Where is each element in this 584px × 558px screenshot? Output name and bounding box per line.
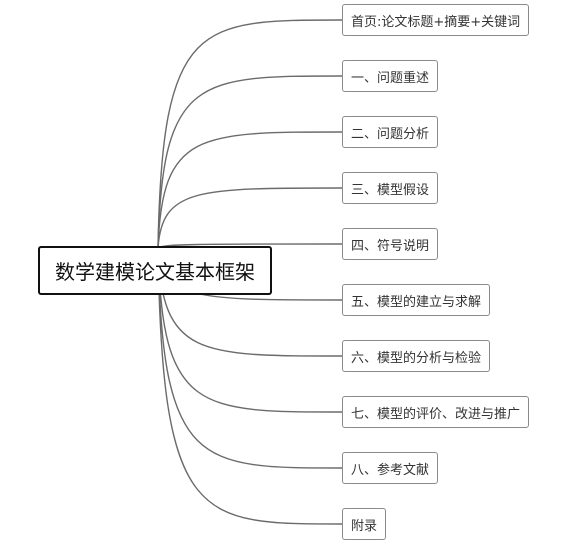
connector-line: [157, 247, 343, 413]
branch-topic-label: 四、符号说明: [351, 238, 430, 254]
branch-topic-model-assumptions[interactable]: 三、模型假设: [342, 172, 439, 204]
branch-topic-label: 六、模型的分析与检验: [351, 350, 482, 366]
branch-topic-model-evaluation[interactable]: 七、模型的评价、改进与推广: [342, 396, 530, 428]
branch-topic-label: 八、参考文献: [351, 462, 430, 478]
connector-line: [157, 131, 343, 249]
root-topic-label: 数学建模论文基本框架: [55, 260, 255, 284]
connector-line: [157, 247, 343, 525]
connector-line: [157, 187, 343, 249]
branch-topic-symbol-notation[interactable]: 四、符号说明: [342, 228, 439, 260]
branch-topic-problem-analysis[interactable]: 二、问题分析: [342, 116, 439, 148]
branch-topic-cover[interactable]: 首页:论文标题+摘要+关键词: [342, 4, 530, 36]
connector-line: [157, 247, 343, 469]
branch-topic-model-building[interactable]: 五、模型的建立与求解: [342, 284, 491, 316]
branch-topic-references[interactable]: 八、参考文献: [342, 452, 439, 484]
connector-line: [157, 19, 343, 249]
connector-line: [157, 75, 343, 249]
branch-topic-label: 七、模型的评价、改进与推广: [351, 406, 521, 422]
branch-topic-label: 一、问题重述: [351, 70, 430, 86]
root-topic[interactable]: 数学建模论文基本框架: [38, 246, 272, 295]
branch-topic-model-analysis[interactable]: 六、模型的分析与检验: [342, 340, 491, 372]
branch-topic-label: 首页:论文标题+摘要+关键词: [351, 14, 521, 30]
branch-topic-label: 三、模型假设: [351, 182, 430, 198]
branch-topic-appendix[interactable]: 附录: [342, 508, 387, 540]
branch-topic-problem-restatement[interactable]: 一、问题重述: [342, 60, 439, 92]
branch-topic-label: 五、模型的建立与求解: [351, 294, 482, 310]
branch-topic-label: 附录: [351, 518, 378, 534]
branch-topic-label: 二、问题分析: [351, 126, 430, 142]
